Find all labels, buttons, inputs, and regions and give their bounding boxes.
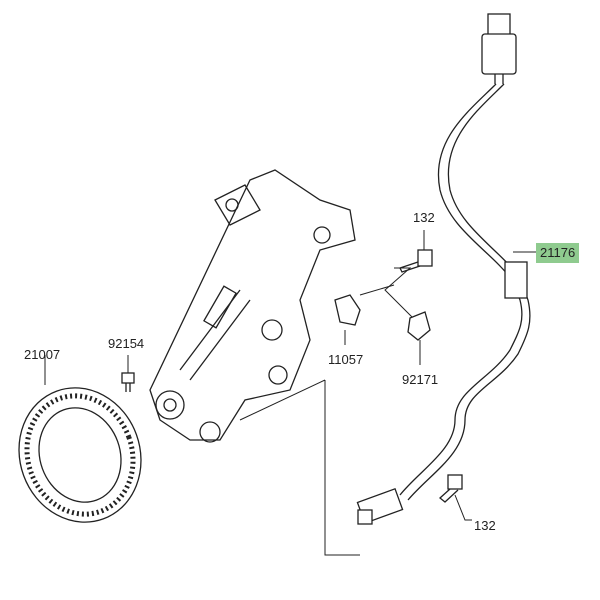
bolt-bottom-drawing <box>438 474 463 503</box>
abs-rotor-drawing <box>18 387 142 523</box>
part-label-21007[interactable]: 21007 <box>24 347 61 362</box>
clamp-drawing <box>334 294 361 326</box>
part-label-132-top[interactable]: 132 <box>413 210 435 225</box>
part-label-132-bottom[interactable]: 132 <box>474 518 496 533</box>
bolt-top-drawing <box>399 249 433 273</box>
fork-leg-drawing <box>149 169 356 443</box>
part-label-92154[interactable]: 92154 <box>108 336 145 351</box>
clip-drawing <box>407 311 431 341</box>
abs-sensor-cable-drawing <box>356 13 531 525</box>
part-label-92171[interactable]: 92171 <box>402 372 439 387</box>
part-label-21176[interactable]: 21176 <box>536 243 580 263</box>
screw-drawing <box>121 372 135 392</box>
part-label-11057[interactable]: 11057 <box>328 352 364 367</box>
